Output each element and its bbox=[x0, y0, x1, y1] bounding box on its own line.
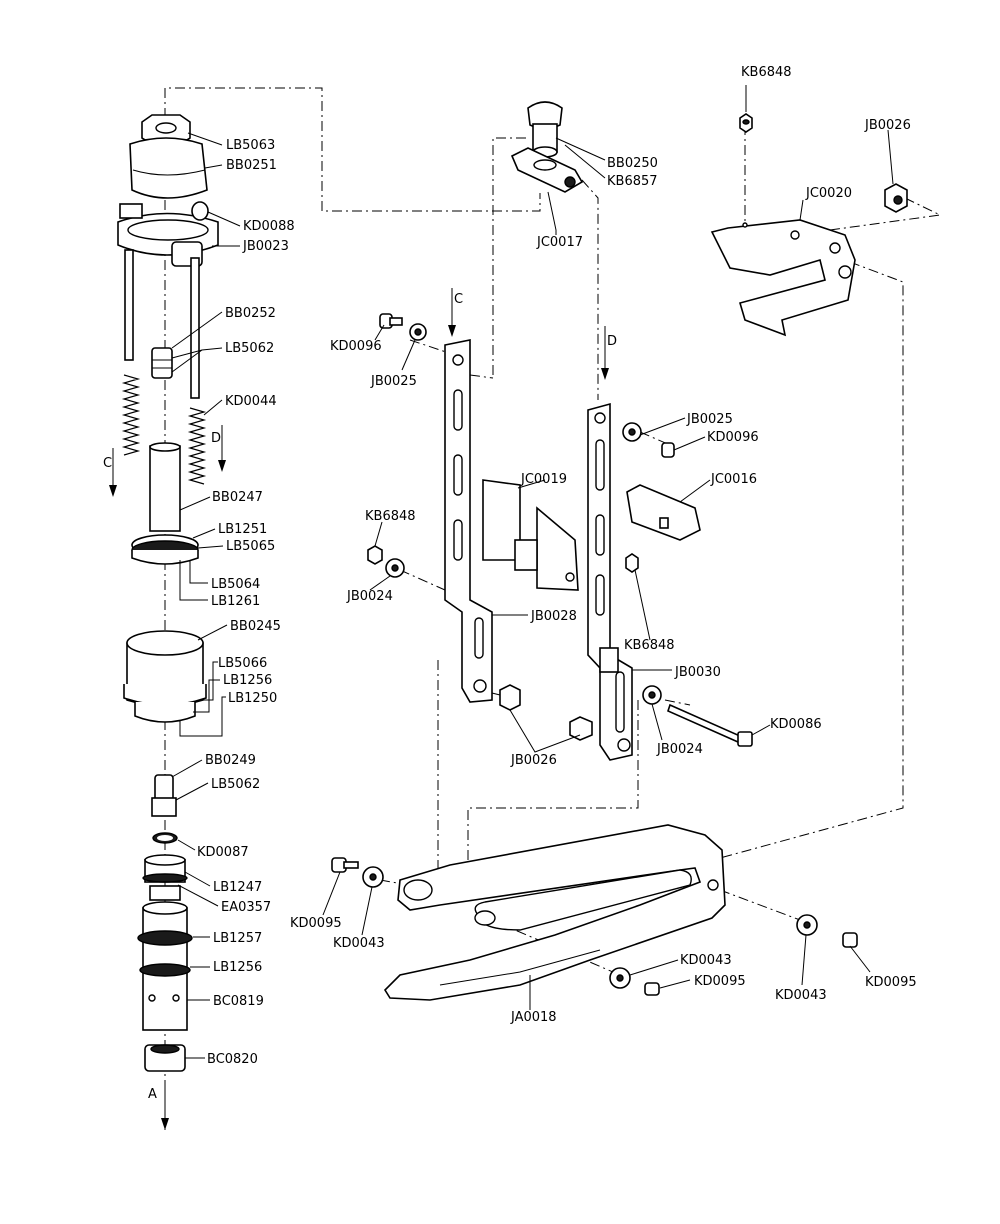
bracket-jb0030 bbox=[587, 402, 633, 761]
label-jb0023: JB0023 bbox=[242, 239, 289, 254]
label-ja0018: JA0018 bbox=[510, 1010, 557, 1025]
label-lb1257: LB1257 bbox=[213, 931, 262, 946]
label-lb1256-b: LB1256 bbox=[213, 960, 262, 975]
label-arrow-d-mid: D bbox=[607, 334, 617, 349]
label-kb6857: KB6857 bbox=[607, 174, 658, 189]
label-lb1256: LB1256 bbox=[223, 673, 272, 688]
label-kd0096-b: KD0096 bbox=[707, 430, 759, 445]
lever-ja0018 bbox=[383, 824, 726, 1001]
label-arrow-c: C bbox=[103, 456, 112, 471]
label-lb1261: LB1261 bbox=[211, 594, 260, 609]
label-ea0357: EA0357 bbox=[221, 900, 271, 915]
label-lb5065: LB5065 bbox=[226, 539, 275, 554]
label-kd0088: KD0088 bbox=[243, 219, 295, 234]
label-bc0819: BC0819 bbox=[213, 994, 264, 1009]
label-kd0095-a: KD0095 bbox=[290, 916, 342, 931]
label-kb6848-b: KB6848 bbox=[624, 638, 675, 653]
left-leaders bbox=[171, 132, 241, 1059]
label-lb5066: LB5066 bbox=[218, 656, 267, 671]
label-kb6848-top: KB6848 bbox=[741, 65, 792, 80]
middle-leaders bbox=[369, 137, 771, 753]
label-lb1251: LB1251 bbox=[218, 522, 267, 537]
cap-bb0251 bbox=[129, 137, 208, 199]
label-jb0030: JB0030 bbox=[674, 665, 721, 680]
label-jb0024-a: JB0024 bbox=[346, 589, 393, 604]
spring-right bbox=[187, 407, 207, 485]
label-lb5062-b: LB5062 bbox=[211, 777, 260, 792]
label-jc0019: JC0019 bbox=[520, 472, 567, 487]
label-lb1247: LB1247 bbox=[213, 880, 262, 895]
label-jb0026-a: JB0026 bbox=[510, 753, 557, 768]
label-lb1250: LB1250 bbox=[228, 691, 277, 706]
label-kd0043-c: KD0043 bbox=[775, 988, 827, 1003]
middle-assembly bbox=[367, 101, 753, 761]
label-bb0249: BB0249 bbox=[205, 753, 256, 768]
label-kb6848-a: KB6848 bbox=[365, 509, 416, 524]
spring-left bbox=[121, 374, 141, 456]
label-jb0025-b: JB0025 bbox=[686, 412, 733, 427]
label-jb0024-b: JB0024 bbox=[656, 742, 703, 757]
label-bb0251: BB0251 bbox=[226, 158, 277, 173]
label-bb0245: BB0245 bbox=[230, 619, 281, 634]
label-kd0095-b: KD0095 bbox=[694, 974, 746, 989]
label-kd0043-a: KD0043 bbox=[333, 936, 385, 951]
part-labels: LB5063 BB0251 KD0088 JB0023 BB0252 LB506… bbox=[103, 65, 917, 1102]
label-bb0252: BB0252 bbox=[225, 306, 276, 321]
label-jc0020: JC0020 bbox=[805, 186, 852, 201]
label-arrow-c-mid: C bbox=[454, 292, 463, 307]
label-lb5064: LB5064 bbox=[211, 577, 260, 592]
label-kd0044: KD0044 bbox=[225, 394, 277, 409]
label-jc0017: JC0017 bbox=[536, 235, 583, 250]
lever-leaders bbox=[322, 871, 871, 1010]
label-arrow-d: D bbox=[211, 431, 221, 446]
label-kd0086: KD0086 bbox=[770, 717, 822, 732]
label-bb0247: BB0247 bbox=[212, 490, 263, 505]
lever-assembly bbox=[331, 824, 858, 1001]
label-jc0016: JC0016 bbox=[710, 472, 757, 487]
bracket-jc0020 bbox=[710, 219, 856, 337]
label-kd0095-c: KD0095 bbox=[865, 975, 917, 990]
label-jb0025-a: JB0025 bbox=[370, 374, 417, 389]
label-bc0820: BC0820 bbox=[207, 1052, 258, 1067]
label-arrow-a: A bbox=[148, 1087, 157, 1102]
label-kd0087: KD0087 bbox=[197, 845, 249, 860]
label-jb0028: JB0028 bbox=[530, 609, 577, 624]
label-kd0043-b: KD0043 bbox=[680, 953, 732, 968]
label-jb0026-top: JB0026 bbox=[864, 118, 911, 133]
label-bb0250: BB0250 bbox=[607, 156, 658, 171]
left-assembly bbox=[109, 114, 226, 1130]
top-right-assembly bbox=[710, 85, 908, 337]
label-kd0096-a: KD0096 bbox=[330, 339, 382, 354]
label-lb5063: LB5063 bbox=[226, 138, 275, 153]
label-lb5062: LB5062 bbox=[225, 341, 274, 356]
